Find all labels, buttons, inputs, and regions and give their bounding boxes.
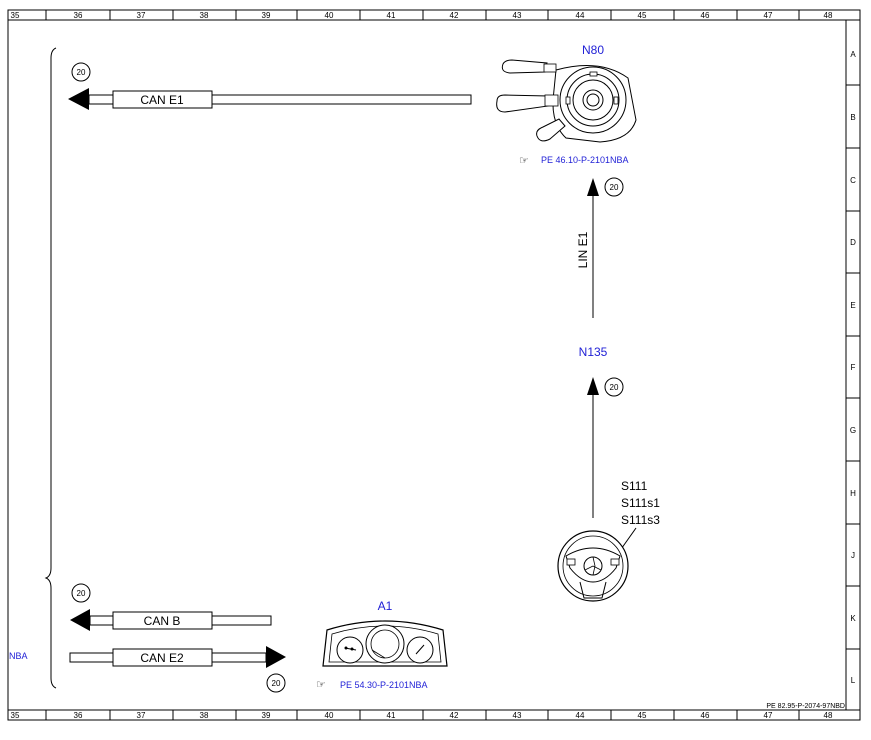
steering-column-switch-icon (496, 59, 637, 143)
arrow-head-right (266, 646, 286, 668)
arrow-head-up (587, 178, 599, 196)
hand-pointer-icon: ☞ (519, 155, 529, 167)
col-label: 37 (137, 711, 146, 720)
n80-label: N80 (582, 43, 604, 57)
row-label: F (851, 363, 856, 372)
row-label: E (850, 301, 855, 310)
can-e1-bus: 20 CAN E1 (68, 62, 472, 110)
col-label: 48 (824, 11, 833, 20)
ref-marker-label: 20 (77, 589, 86, 598)
row-label: D (850, 238, 856, 247)
can-e2-label: CAN E2 (140, 651, 184, 665)
a1-reference-link[interactable]: PE 54.30-P-2101NBA (340, 680, 428, 690)
group-brace (44, 47, 57, 689)
can-e1-label: CAN E1 (140, 93, 184, 107)
can-b-label: CAN B (144, 614, 181, 628)
steering-wheel-icon (557, 530, 629, 602)
row-ruler-right: A B C D E F G H J K L (846, 50, 860, 685)
ref-marker-label: 20 (610, 383, 619, 392)
arrow-head-left (70, 609, 90, 631)
s111-connection: 20 (587, 377, 624, 518)
col-label: 39 (262, 11, 271, 20)
s111-label: S111 (621, 479, 648, 493)
s111-component: S111 S111s1 S111s3 (557, 479, 660, 602)
ref-marker-20 (266, 673, 286, 693)
row-label: A (850, 50, 856, 59)
ref-marker-20 (71, 62, 91, 82)
ref-marker-label: 20 (610, 183, 619, 192)
n135-label: N135 (579, 345, 608, 359)
row-label: B (850, 113, 855, 122)
ref-marker-label: 20 (272, 679, 281, 688)
arrow-head-up (587, 377, 599, 395)
s111s3-label: S111s3 (621, 513, 660, 527)
bus-label-box (112, 611, 213, 630)
arrow-head-left (68, 88, 89, 110)
row-label: H (850, 489, 856, 498)
row-label: L (851, 676, 856, 685)
col-label: 44 (576, 711, 585, 720)
col-label: 42 (450, 711, 459, 720)
column-ruler-bottom: 35 36 37 38 39 40 41 42 43 44 45 46 47 4… (11, 710, 833, 720)
hand-pointer-icon: ☞ (316, 679, 326, 691)
col-label: 47 (764, 11, 773, 20)
row-label: J (851, 551, 855, 560)
col-label: 48 (824, 711, 833, 720)
row-label: G (850, 426, 856, 435)
lin-e1-label: LIN E1 (576, 231, 590, 268)
bus-label-box (112, 90, 213, 109)
lin-e1-connection: 20 LIN E1 (576, 177, 624, 318)
col-label: 42 (450, 11, 459, 20)
col-label: 37 (137, 11, 146, 20)
col-label: 41 (387, 11, 396, 20)
col-label: 35 (11, 711, 20, 720)
column-ruler-top: 35 36 37 38 39 40 41 42 43 44 45 46 47 4… (11, 10, 833, 20)
row-label: K (850, 614, 856, 623)
col-label: 38 (200, 11, 209, 20)
col-label: 43 (513, 711, 522, 720)
col-label: 44 (576, 11, 585, 20)
a1-label: A1 (378, 599, 393, 613)
ref-marker-label: 20 (77, 68, 86, 77)
col-label: 38 (200, 711, 209, 720)
n80-reference-link[interactable]: PE 46.10-P-2101NBA (541, 155, 629, 165)
ref-marker-20 (604, 377, 624, 397)
bus-label-box (112, 648, 213, 667)
col-label: 43 (513, 11, 522, 20)
truncated-reference-link[interactable]: NBA (9, 651, 28, 661)
col-label: 46 (701, 711, 710, 720)
col-label: 41 (387, 711, 396, 720)
row-label: C (850, 176, 856, 185)
col-label: 45 (638, 11, 647, 20)
col-label: 36 (74, 711, 83, 720)
col-label: 40 (325, 711, 334, 720)
bus-line (88, 94, 472, 105)
col-label: 47 (764, 711, 773, 720)
s111s1-label: S111s1 (621, 496, 660, 510)
col-label: 35 (11, 11, 20, 20)
col-label: 45 (638, 711, 647, 720)
col-label: 40 (325, 11, 334, 20)
instrument-cluster-icon (322, 620, 448, 667)
col-label: 36 (74, 11, 83, 20)
ref-marker-20 (604, 177, 624, 197)
a1-component: A1 ☞ PE 54.30-P-2101NBA (316, 599, 448, 691)
col-label: 39 (262, 711, 271, 720)
n80-component: N80 ☞ PE 46.10-P-2101NBA (496, 43, 637, 167)
ref-marker-20 (71, 583, 91, 603)
document-id: PE 82.95-P-2074-97NBD (766, 703, 845, 710)
can-e2-bus: CAN E2 20 (69, 646, 286, 693)
drawing-frame (7, 9, 861, 721)
col-label: 46 (701, 11, 710, 20)
can-b-bus: 20 CAN B (70, 583, 272, 631)
